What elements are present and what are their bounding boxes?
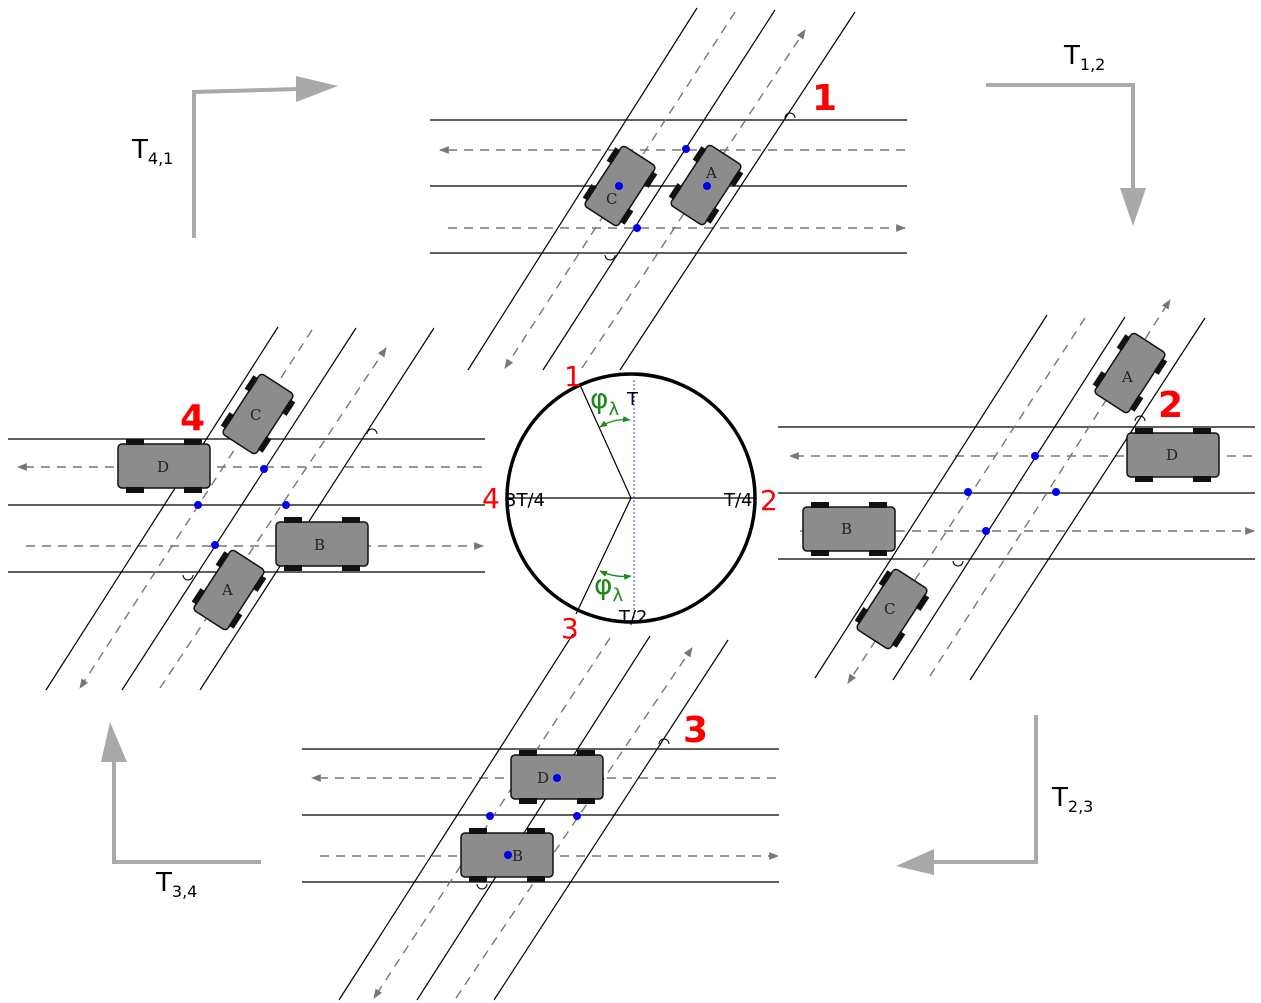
phase-label-top: φλ xyxy=(590,382,619,420)
conflict-point xyxy=(553,774,561,782)
car-label-c: C xyxy=(250,406,261,424)
clock-state-label-2: 2 xyxy=(760,484,778,517)
intersection-1: 1 C A xyxy=(430,7,907,371)
conflict-point xyxy=(682,145,690,153)
car-label-b: B xyxy=(841,520,852,538)
car-label-b: B xyxy=(512,847,523,865)
conflict-point xyxy=(504,851,512,859)
conflict-point xyxy=(964,488,972,496)
state-number-2: 2 xyxy=(1158,385,1183,426)
conflict-point xyxy=(615,182,623,190)
car-label-c: C xyxy=(606,190,617,208)
car-label-b: B xyxy=(314,536,325,554)
transition-label-2-3: T2,3 xyxy=(1051,783,1093,816)
conflict-point xyxy=(982,527,990,535)
intersection-3: 3 D B xyxy=(302,633,779,1001)
car-label-a: A xyxy=(1121,368,1133,386)
conflict-point xyxy=(260,465,268,473)
clock-mark-top: T xyxy=(626,389,639,410)
clock-mark-bottom: T/2 xyxy=(618,607,648,628)
phase-label-bottom: φλ xyxy=(594,568,623,606)
conflict-point xyxy=(282,501,290,509)
intersection-4: 4 C D B A xyxy=(8,326,485,691)
car-c xyxy=(854,568,930,650)
conflict-point xyxy=(573,812,581,820)
conflict-point xyxy=(194,501,202,509)
car-label-d: D xyxy=(157,458,169,476)
cycle-clock: T T/4 T/2 3T/4 φλ φλ 1 2 3 4 xyxy=(482,360,778,645)
car-a xyxy=(191,549,267,631)
conflict-point xyxy=(1052,488,1060,496)
state-number-4: 4 xyxy=(180,398,205,439)
transition-label-4-1: T4,1 xyxy=(131,135,173,168)
transition-label-3-4: T3,4 xyxy=(155,868,197,901)
intersection-2: 2 A D B C xyxy=(778,299,1255,684)
transition-arrow-2-3 xyxy=(896,715,1038,875)
clock-mark-left: 3T/4 xyxy=(505,490,545,511)
transition-arrow-1-2 xyxy=(986,83,1146,226)
car-d xyxy=(1126,428,1220,482)
transition-arrow-4-1 xyxy=(192,76,338,238)
car-label-c: C xyxy=(884,600,895,618)
conflict-point xyxy=(703,182,711,190)
conflict-point xyxy=(1031,452,1039,460)
conflict-point xyxy=(211,541,219,549)
car-label-d: D xyxy=(1166,446,1178,464)
car-label-d: D xyxy=(537,769,549,787)
conflict-point xyxy=(633,224,641,232)
clock-state-label-4: 4 xyxy=(482,482,500,515)
state-number-3: 3 xyxy=(683,710,708,751)
clock-state-label-1: 1 xyxy=(564,360,582,393)
conflict-point xyxy=(486,812,494,820)
car-c xyxy=(220,373,296,455)
car-a xyxy=(1092,332,1168,414)
car-label-a: A xyxy=(705,164,717,182)
car-b xyxy=(802,502,896,556)
clock-mark-right: T/4 xyxy=(723,490,753,511)
car-label-a: A xyxy=(221,581,233,599)
clock-state-label-3: 3 xyxy=(561,612,579,645)
car-b xyxy=(275,517,369,571)
state-number-1: 1 xyxy=(812,78,837,119)
transition-arrow-3-4 xyxy=(101,722,261,864)
car-d xyxy=(117,439,211,493)
transition-label-1-2: T1,2 xyxy=(1063,41,1105,74)
